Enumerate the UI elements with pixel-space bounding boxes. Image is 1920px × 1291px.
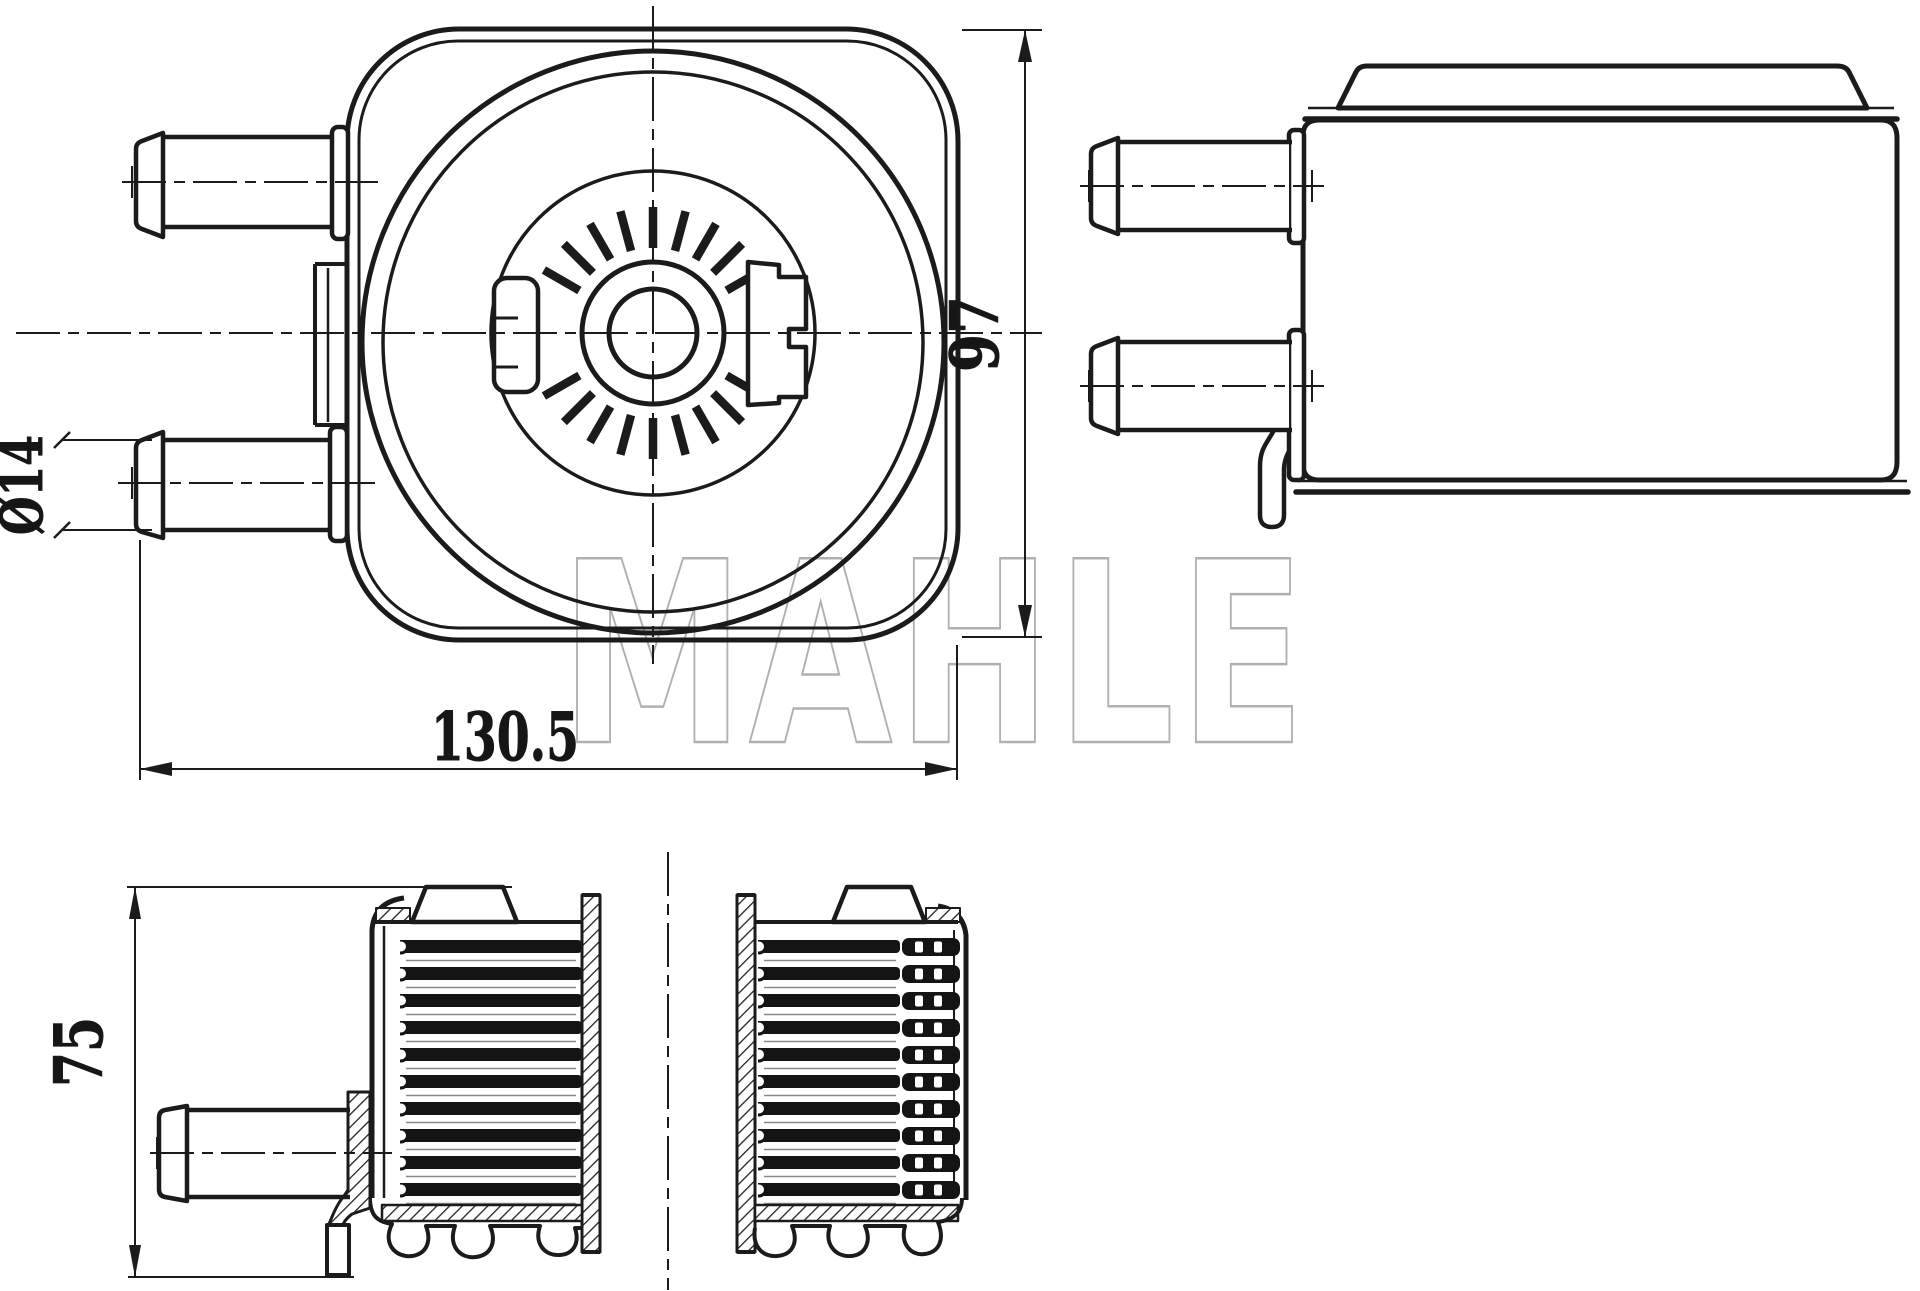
dim-depth: 75 bbox=[40, 886, 512, 1278]
mounting-bracket bbox=[1257, 427, 1300, 530]
dim-port-diameter-label: Ø14 bbox=[0, 435, 56, 535]
front-port-lower bbox=[118, 424, 380, 544]
dim-port-diameter: Ø14 bbox=[0, 431, 152, 539]
watermark: MAHLE bbox=[559, 508, 1310, 804]
watermark-text: MAHLE bbox=[560, 509, 1310, 802]
side-port-lower bbox=[1080, 327, 1324, 483]
turbulator-fins bbox=[902, 938, 960, 1208]
hub-lug-left bbox=[491, 275, 541, 395]
dim-height-label: 97 bbox=[936, 296, 1014, 372]
side-view bbox=[1080, 63, 1911, 530]
dim-height: 97 bbox=[936, 29, 1042, 638]
front-port-upper bbox=[122, 124, 378, 242]
section-foot bbox=[325, 1223, 351, 1277]
bottom-crimp-right bbox=[752, 1197, 964, 1259]
dim-width-label: 130.5 bbox=[431, 698, 579, 776]
section-tab-right bbox=[830, 884, 928, 925]
dim-width: 130.5 bbox=[139, 540, 958, 780]
front-view bbox=[16, 6, 1042, 664]
dim-depth-label: 75 bbox=[40, 1017, 118, 1087]
bottom-crimp-left bbox=[368, 1197, 582, 1260]
side-lid bbox=[1335, 63, 1870, 111]
side-port-upper bbox=[1080, 127, 1324, 246]
plate-stack-left bbox=[400, 940, 582, 1208]
plate-stack-right bbox=[758, 940, 900, 1208]
section-tab-left bbox=[409, 884, 520, 925]
side-body bbox=[1300, 117, 1900, 483]
section-port bbox=[150, 1090, 392, 1277]
section-view bbox=[150, 852, 969, 1290]
hub-lug-right bbox=[745, 259, 809, 408]
